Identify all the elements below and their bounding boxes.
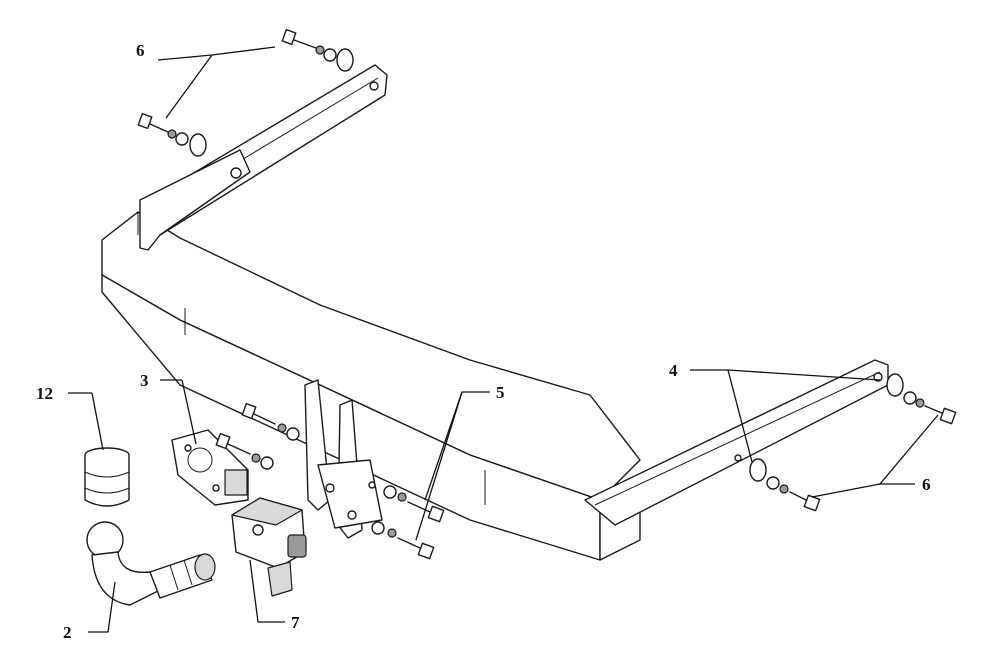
bolt-set-bracket-lower [215,432,274,470]
electrical-socket [231,497,307,597]
callout-6-right: 6 [922,475,931,494]
bolt-set-plate-upper [383,485,445,523]
ball-mount-plates [304,379,383,539]
leader-lines [68,46,939,633]
callout-12: 12 [36,384,53,403]
bolt-set-top-left-lower [137,112,207,157]
socket-bracket [171,429,249,506]
tow-ball-neck [86,521,216,606]
bolt-set-bracket-upper [241,402,300,441]
bolt-set-top-left-upper [281,28,354,72]
right-side-arm [584,359,889,526]
left-side-arm [139,64,388,251]
callout-2: 2 [63,623,72,642]
callout-labels: 6 12 3 5 4 6 7 2 [36,41,931,642]
bolt-set-right-upper [886,373,957,425]
callout-3: 3 [140,371,149,390]
bolt-set-right-lower [749,458,821,512]
callout-7: 7 [291,613,300,632]
callout-6-top-left: 6 [136,41,145,60]
callout-4: 4 [669,361,678,380]
bolt-set-plate-lower [371,521,435,560]
callout-5: 5 [496,383,505,402]
ball-cap [84,447,130,507]
